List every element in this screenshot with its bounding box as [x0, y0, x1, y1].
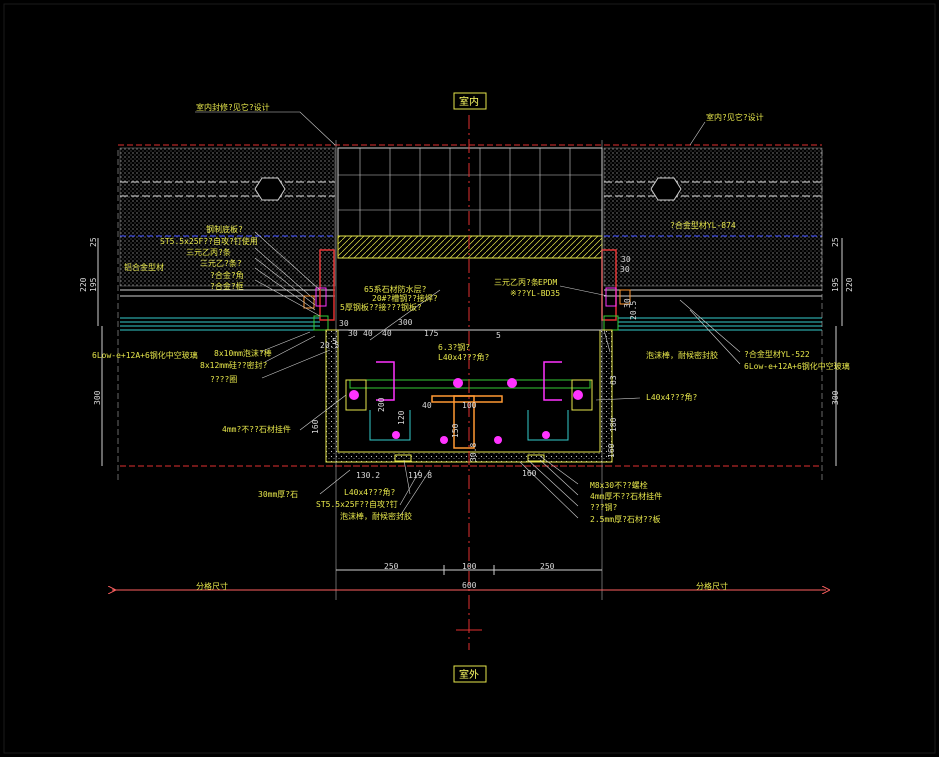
callout-center: 6.3?钢?	[438, 342, 470, 352]
callout-left: 4mm?不??石材挂件	[222, 424, 291, 434]
stone-u-channel	[120, 329, 822, 467]
dim-right-small: 30	[623, 298, 632, 308]
callout-left: 三元乙?条?	[200, 258, 242, 268]
dim-left: 300	[93, 390, 102, 405]
right-stone-panel	[603, 147, 823, 331]
steel-subframe	[345, 361, 593, 462]
callout-left: 室内封修?见它?设计	[196, 102, 270, 112]
dim-middle: 100	[462, 401, 477, 410]
callout-left: ST5.5x25F??自攻?钉使用	[160, 236, 258, 246]
dim-top: 40	[363, 329, 373, 338]
dim-top: 5	[332, 337, 337, 346]
dim-top: 5	[496, 331, 501, 340]
dim-left: 220	[79, 277, 88, 292]
callout-center: 20#?槽钢??接焊?	[372, 293, 438, 303]
exterior-label: 室外	[459, 668, 479, 681]
dim-right: 180	[609, 417, 618, 432]
dim-middle: 120	[397, 410, 406, 425]
dim-middle: 150	[451, 423, 460, 438]
callout-left: 三元乙丙?条	[186, 247, 231, 257]
callout-center: 65系石材防水层?	[364, 284, 427, 294]
dim-right: 25	[831, 237, 840, 247]
dim-top: 30	[348, 329, 358, 338]
dim-top: 300	[398, 318, 413, 327]
callout-left: 8x10mm泡沫?棒	[214, 348, 272, 358]
callout-center: L40x4???角?	[438, 352, 490, 362]
callout-left: ?合金?框	[210, 281, 244, 291]
dim-bottom-piece: 119.8	[408, 471, 432, 480]
interior-cladding	[337, 147, 603, 259]
dim-bottom-row: 250	[384, 562, 399, 571]
leader-lines	[195, 111, 741, 519]
dim-right: 300	[831, 390, 840, 405]
dim-bottom-row: 250	[540, 562, 555, 571]
interior-label: 室内	[459, 95, 479, 108]
dim-top: 175	[424, 329, 439, 338]
dim-bottom-piece: 160	[522, 469, 537, 478]
callout-left: 泡沫棒，耐候密封胶	[340, 511, 412, 521]
dim-right: 195	[831, 277, 840, 292]
callout-left: ?合金?角	[210, 270, 244, 280]
callout-right: 泡沫棒，耐候密封胶	[646, 350, 718, 360]
callout-left: ST5.5x25F??自攻?钉	[316, 499, 398, 509]
callout-left: 30mm厚?石	[258, 490, 298, 499]
dim-middle: 160	[607, 443, 616, 458]
callout-right: EPDM	[538, 278, 557, 287]
callout-right: 4mm厚不??石材挂件	[590, 491, 662, 501]
callout-right: L40x4???角?	[646, 392, 698, 402]
dim-bottom-piece: 130.2	[356, 471, 380, 480]
dim-top: 40	[382, 329, 392, 338]
callout-center: 5厚钢板??接???钢板?	[340, 302, 422, 312]
callout-right: 2.5mm厚?石材??板	[590, 514, 661, 524]
bottom-dimensions	[112, 565, 826, 590]
dim-right-small: 20.5	[629, 301, 638, 320]
callout-left: 8x12mm硅??密封?	[200, 360, 268, 370]
callout-right: 三元乙丙?条	[494, 277, 539, 287]
callout-right: 6Low-e+12A+6钢化中空玻璃	[744, 361, 850, 371]
dim-left: 25	[89, 237, 98, 247]
dim-top: 30	[339, 319, 349, 328]
callout-right: M8x30不??螺栓	[590, 480, 648, 490]
callout-left: ????圈	[210, 375, 237, 384]
dim-bottom-row: 100	[462, 562, 477, 571]
dim-middle: 160	[311, 419, 320, 434]
callout-right: ???钢?	[590, 502, 617, 512]
dim-middle: 20.5	[320, 341, 339, 350]
dim-right: 220	[845, 277, 854, 292]
callout-left: 钢制底板?	[206, 224, 243, 234]
right-sizing-label: 分格尺寸	[696, 581, 728, 591]
left-sizing-label: 分格尺寸	[196, 581, 228, 591]
dim-middle: 200	[377, 397, 386, 412]
callout-left: 6Low-e+12A+6钢化中空玻璃	[92, 350, 198, 360]
interior-tag-box	[453, 92, 487, 110]
callout-left: 铝合金型材	[124, 262, 164, 272]
exterior-tag-box	[453, 665, 487, 683]
callout-right: ?合金型材YL-522	[744, 349, 810, 359]
dim-right: 63	[609, 375, 618, 385]
callout-right: ?合金型材YL-874	[670, 220, 736, 230]
dim-middle: 30.8	[469, 443, 478, 462]
dim-overall: 600	[462, 581, 477, 590]
dim-middle: 40	[422, 401, 432, 410]
dim-right-small: 30	[620, 265, 630, 274]
callout-left: L40x4???角?	[344, 487, 396, 497]
left-stone-panel	[119, 147, 336, 331]
callout-right: ※??YL-BD35	[510, 289, 560, 298]
dim-left: 195	[89, 277, 98, 292]
dim-top: 30	[621, 255, 631, 264]
callout-right: 室内?见它?设计	[706, 112, 764, 122]
